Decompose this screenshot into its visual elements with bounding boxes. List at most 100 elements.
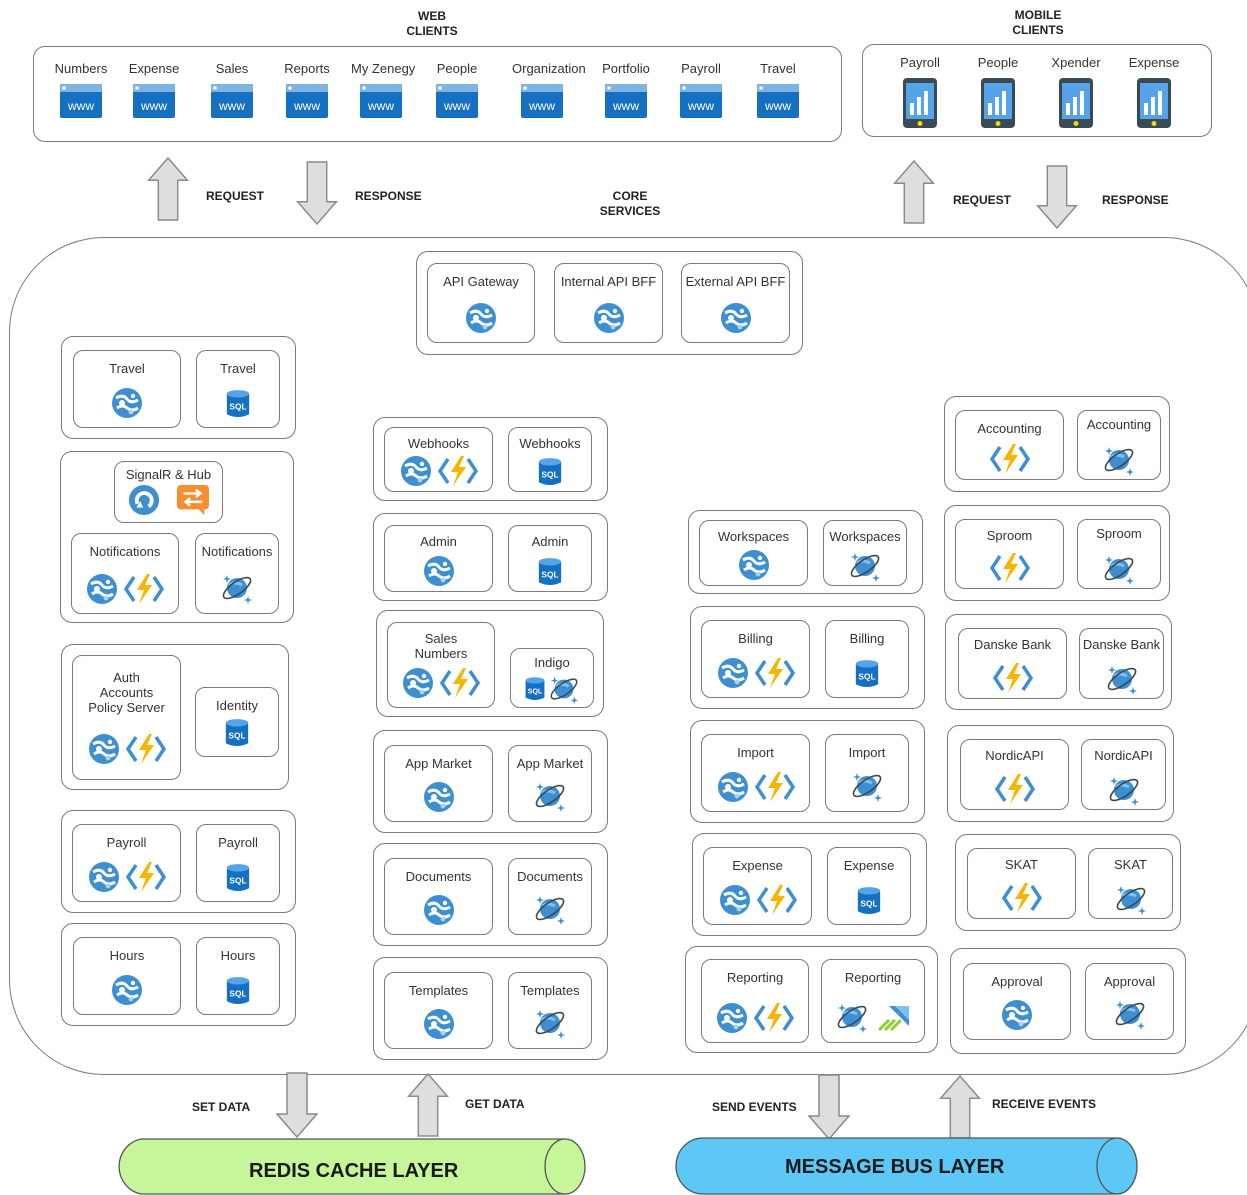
hours-db-label: Hours (220, 948, 256, 963)
web-client-travel[interactable]: Travel (748, 61, 808, 119)
internal-api-bff-card[interactable]: Internal API BFF (554, 263, 663, 343)
travel-service-card[interactable]: Travel (73, 350, 181, 428)
hours-service-card[interactable]: Hours (73, 937, 181, 1015)
payroll-db-card[interactable]: Payroll (196, 824, 280, 902)
webhooks-service-card[interactable]: Webhooks (384, 427, 493, 492)
expense-db-card[interactable]: Expense (827, 847, 911, 925)
mobile-request-arrow-up (893, 160, 935, 224)
notification-hub-icon (176, 484, 210, 516)
cosmos-db-icon (533, 779, 567, 813)
cosmos-db-icon (1107, 773, 1141, 807)
expense-service-card[interactable]: Expense (703, 847, 812, 925)
documents-db-card[interactable]: Documents (508, 858, 592, 935)
notifications-group: SignalR & Hub Notifications Notification… (60, 451, 294, 623)
hours-db-card[interactable]: Hours (196, 937, 280, 1015)
web-client-my-zenegy[interactable]: My Zenegy (351, 61, 415, 119)
nordicapi-db-card[interactable]: NordicAPI (1081, 739, 1166, 810)
notifications-service-card[interactable]: Notifications (71, 533, 179, 614)
mobile-client-payroll[interactable]: Payroll (885, 55, 955, 129)
admin-service-card[interactable]: Admin (384, 525, 493, 592)
reporting-db-card[interactable]: Reporting (821, 959, 925, 1043)
web-client-payroll[interactable]: Payroll (671, 61, 731, 119)
web-client-label: Payroll (681, 61, 721, 76)
sales-numbers-card[interactable]: Sales Numbers (387, 622, 495, 708)
app-service-icon (88, 733, 120, 765)
cosmos-db-icon (1102, 443, 1136, 477)
danske-bank-service-card[interactable]: Danske Bank (958, 628, 1067, 699)
accounting-service-label: Accounting (977, 421, 1042, 436)
templates-service-card[interactable]: Templates (384, 972, 493, 1049)
notifications-db-card[interactable]: Notifications (195, 533, 279, 614)
skat-db-card[interactable]: SKAT (1088, 848, 1173, 919)
web-client-numbers[interactable]: Numbers (51, 61, 111, 119)
app-service-icon (423, 1008, 455, 1040)
mobile-client-people[interactable]: People (963, 55, 1033, 129)
appmarket-service-card[interactable]: App Market (384, 745, 493, 822)
api-gateway-card[interactable]: API Gateway (427, 263, 535, 343)
admin-db-card[interactable]: Admin (508, 525, 592, 592)
web-client-portfolio[interactable]: Portfolio (596, 61, 656, 119)
accounting-service-card[interactable]: Accounting (955, 410, 1064, 480)
web-client-sales[interactable]: Sales (202, 61, 262, 119)
app-service-icon (402, 667, 434, 699)
import-service-card[interactable]: Import (701, 734, 810, 812)
sproom-db-card[interactable]: Sproom (1077, 519, 1161, 589)
identity-db-label: Identity (216, 698, 258, 713)
web-client-people[interactable]: People (427, 61, 487, 119)
core-services-container (9, 237, 1247, 1075)
templates-db-card[interactable]: Templates (508, 972, 592, 1049)
mobile-clients-title: MOBILE CLIENTS (1012, 8, 1064, 37)
billing-service-card[interactable]: Billing (701, 620, 810, 698)
function-app-icon (126, 733, 166, 765)
indigo-db-card[interactable]: Indigo (510, 648, 594, 708)
mobile-client-xpender[interactable]: Xpender (1041, 55, 1111, 129)
approval-db-card[interactable]: Approval (1085, 963, 1174, 1040)
accounting-db-card[interactable]: Accounting (1077, 410, 1161, 480)
web-client-label: Numbers (54, 61, 108, 76)
travel-service-label: Travel (109, 361, 145, 376)
workspaces-db-card[interactable]: Workspaces (823, 520, 907, 586)
appmarket-db-card[interactable]: App Market (508, 745, 592, 822)
sql-database-icon (524, 676, 546, 702)
billing-db-card[interactable]: Billing (825, 620, 909, 698)
templates-db-label: Templates (520, 983, 580, 998)
templates-service-label: Templates (408, 983, 469, 998)
danske-bank-db-card[interactable]: Danske Bank (1079, 628, 1164, 699)
import-db-label: Import (848, 745, 886, 760)
sproom-service-label: Sproom (986, 528, 1033, 543)
signalr-hub-card[interactable]: SignalR & Hub (114, 461, 223, 523)
approval-service-card[interactable]: Approval (963, 963, 1071, 1040)
web-client-label: Travel (760, 61, 796, 76)
external-api-bff-card[interactable]: External API BFF (681, 263, 790, 343)
import-db-card[interactable]: Import (825, 734, 909, 812)
sproom-service-card[interactable]: Sproom (955, 519, 1064, 589)
web-client-reports[interactable]: Reports (277, 61, 337, 119)
web-client-expense[interactable]: Expense (124, 61, 184, 119)
cosmos-db-icon (1114, 882, 1148, 916)
webhooks-service-label: Webhooks (407, 436, 470, 451)
documents-service-card[interactable]: Documents (384, 858, 493, 935)
mobile-phone-icon (1136, 77, 1172, 129)
function-app-icon (754, 1002, 794, 1034)
auth-server-card[interactable]: Auth Accounts Policy Server (72, 655, 181, 780)
sql-database-icon (854, 659, 880, 689)
hours-service-label: Hours (109, 948, 145, 963)
travel-db-card[interactable]: Travel (196, 350, 280, 428)
reporting-service-card[interactable]: Reporting (701, 959, 809, 1043)
web-client-organization[interactable]: Organization (512, 61, 586, 119)
webhooks-db-card[interactable]: Webhooks (508, 427, 592, 492)
workspaces-service-card[interactable]: Workspaces (699, 520, 808, 586)
cosmos-db-icon (533, 1006, 567, 1040)
identity-db-card[interactable]: Identity (195, 687, 279, 757)
set-data-label: SET DATA (192, 1100, 251, 1114)
web-client-label: Reports (284, 61, 330, 76)
import-group: Import Import (690, 720, 925, 823)
sql-database-icon (537, 557, 563, 587)
mobile-client-label: Expense (1128, 55, 1180, 70)
nordicapi-service-card[interactable]: NordicAPI (960, 739, 1069, 810)
function-app-icon (438, 455, 478, 487)
mobile-client-expense[interactable]: Expense (1119, 55, 1189, 129)
skat-service-card[interactable]: SKAT (967, 848, 1076, 919)
payroll-service-card[interactable]: Payroll (72, 824, 181, 902)
